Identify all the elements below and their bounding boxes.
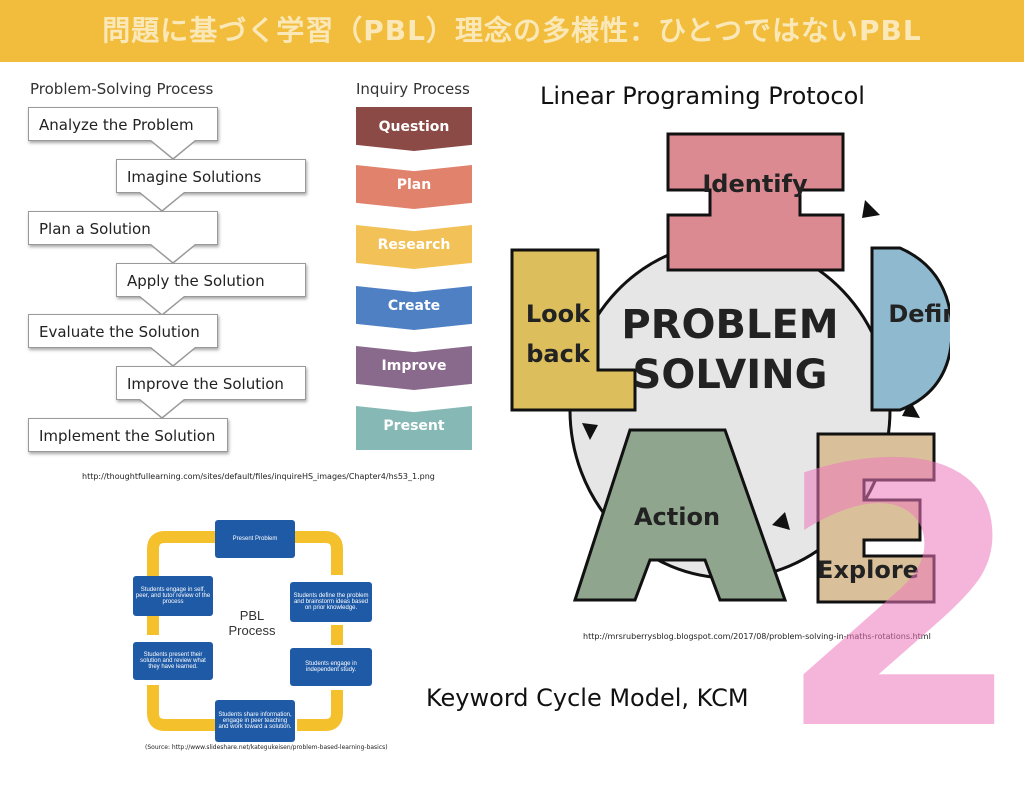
lpp-explore-shape: [816, 432, 936, 604]
source-mrsruberry: http://mrsruberrysblog.blogspot.com/2017…: [583, 632, 931, 641]
pbl-box: Students present their solution and revi…: [133, 642, 213, 680]
lpp-identify-label: Identify: [702, 170, 808, 198]
kcm-label: Keyword Cycle Model, KCM: [426, 684, 749, 712]
inquiry-step: Present: [356, 406, 472, 450]
ps-step: Plan a Solution: [28, 211, 218, 264]
ps-step: Improve the Solution: [116, 366, 306, 419]
lpp-define-label: Define: [888, 300, 950, 328]
pbl-arrow: [147, 531, 215, 585]
lpp-action-label: Action: [634, 503, 720, 531]
lpp-look-label: Look: [526, 300, 591, 328]
lpp-lookback-shape: [510, 248, 637, 412]
pbl-box: Students engage in independent study.: [290, 648, 372, 686]
lpp-arrowhead: [862, 200, 880, 218]
lpp-identify-shape: [666, 132, 845, 272]
ps-step-label: Improve the Solution: [127, 375, 284, 393]
slide-title: 問題に基づく学習（PBL）理念の多様性：ひとつではないPBL: [0, 0, 1024, 62]
lpp-define-shape: [870, 246, 950, 412]
ps-step: Analyze the Problem: [28, 107, 218, 160]
inquiry-step: Research: [356, 225, 472, 269]
pbl-arrow: [147, 685, 215, 731]
lpp-explore-label: Explore: [817, 556, 919, 584]
inquiry-step: Create: [356, 286, 472, 330]
source-thoughtful-learning: http://thoughtfullearning.com/sites/defa…: [82, 472, 435, 481]
lpp-arrowhead: [902, 400, 920, 418]
ps-step: Evaluate the Solution: [28, 314, 218, 367]
ps-step: Implement the Solution: [28, 418, 228, 452]
lpp-center-line1: PROBLEM: [621, 302, 838, 348]
pbl-center-line2: Process: [228, 623, 276, 638]
ps-step-label: Imagine Solutions: [127, 168, 262, 186]
inquiry-step: Improve: [356, 346, 472, 390]
inquiry-heading: Inquiry Process: [356, 80, 470, 98]
pbl-cycle-arrows: [147, 531, 343, 731]
lpp-title: Linear Programing Protocol: [540, 82, 865, 110]
ps-step-label: Implement the Solution: [39, 427, 216, 445]
ps-step: Imagine Solutions: [116, 159, 306, 212]
lpp-action-shape: [572, 428, 788, 602]
pbl-box: Students define the problem and brainsto…: [290, 582, 372, 622]
ps-step-label: Apply the Solution: [127, 272, 265, 290]
ps-step-label: Plan a Solution: [39, 220, 151, 238]
slide-number: 2: [775, 390, 1024, 809]
lpp-back-label: back: [526, 340, 591, 368]
inquiry-step: Plan: [356, 165, 472, 209]
source-slideshare: (Source: http://www.slideshare.net/kateg…: [145, 744, 388, 751]
lpp-arrowhead: [582, 423, 598, 440]
inquiry-step: Question: [356, 107, 472, 151]
pbl-box: Students engage in self, peer, and tutor…: [133, 576, 213, 616]
lpp-center-line2: SOLVING: [633, 352, 828, 398]
lpp-arrowhead: [772, 512, 790, 530]
pbl-box: Present Problem: [215, 520, 295, 558]
problem-solving-heading: Problem-Solving Process: [30, 80, 214, 98]
ps-step: Apply the Solution: [116, 263, 306, 316]
pbl-box: Students share information, engage in pe…: [215, 700, 295, 742]
pbl-arrow: [297, 690, 343, 731]
lpp-diagram: PROBLEM SOLVING Identify Define Explore …: [510, 132, 950, 604]
pbl-center-line1: PBL: [239, 608, 265, 623]
ps-step-label: Analyze the Problem: [39, 116, 194, 134]
ps-step-label: Evaluate the Solution: [39, 323, 200, 341]
pbl-arrow: [293, 531, 343, 575]
pbl-center-label: PBL Process: [225, 608, 279, 638]
